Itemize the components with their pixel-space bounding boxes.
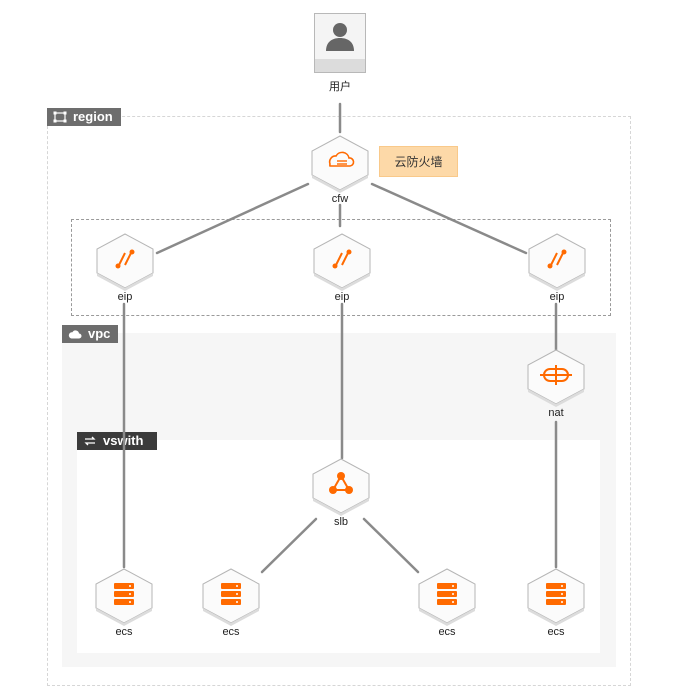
cloud-icon	[68, 330, 82, 339]
nat-icon	[527, 349, 585, 407]
user-icon	[314, 13, 366, 73]
server-icon	[95, 568, 153, 626]
user-node[interactable]	[314, 13, 366, 73]
server-icon	[527, 568, 585, 626]
region-icon	[53, 111, 67, 123]
eip-icon	[313, 233, 371, 291]
slb-label: slb	[333, 516, 349, 528]
switch-arrows-icon	[84, 436, 96, 446]
ecs-4-label: ecs	[547, 626, 565, 638]
vswitch-group-label: vswith	[77, 432, 157, 450]
eip-icon	[528, 233, 586, 291]
edge-slb-ecs-2	[260, 517, 318, 574]
ecs-1-node[interactable]	[92, 566, 156, 626]
cfw-icon	[311, 135, 369, 193]
vpc-group-label: vpc	[62, 325, 119, 343]
edge-cfw-eip-right	[370, 182, 528, 255]
user-label: 用户	[329, 81, 351, 93]
ecs-2-node[interactable]	[199, 566, 263, 626]
ecs-2-label: ecs	[222, 626, 240, 638]
eip-mid-label: eip	[334, 291, 350, 303]
cfw-label: cfw	[331, 193, 349, 205]
slb-node[interactable]	[309, 456, 373, 516]
slb-icon	[312, 458, 370, 516]
eip-left-node[interactable]	[93, 231, 157, 291]
nat-label: nat	[548, 407, 564, 419]
eip-right-label: eip	[549, 291, 565, 303]
cfw-node[interactable]	[308, 133, 372, 193]
ecs-3-node[interactable]	[415, 566, 479, 626]
server-icon	[418, 568, 476, 626]
eip-left-label: eip	[117, 291, 133, 303]
vpc-label-text: vpc	[88, 326, 111, 341]
ecs-3-label: ecs	[438, 626, 456, 638]
region-label-text: region	[73, 109, 113, 124]
nat-node[interactable]	[524, 347, 588, 407]
region-group-label: region	[47, 108, 121, 126]
eip-icon	[96, 233, 154, 291]
server-icon	[202, 568, 260, 626]
eip-mid-node[interactable]	[310, 231, 374, 291]
ecs-1-label: ecs	[115, 626, 133, 638]
cfw-note: 云防火墙	[379, 146, 458, 177]
edge-slb-ecs-3	[362, 517, 420, 574]
ecs-4-node[interactable]	[524, 566, 588, 626]
eip-right-node[interactable]	[525, 231, 589, 291]
edge-cfw-eip-left	[155, 182, 310, 255]
